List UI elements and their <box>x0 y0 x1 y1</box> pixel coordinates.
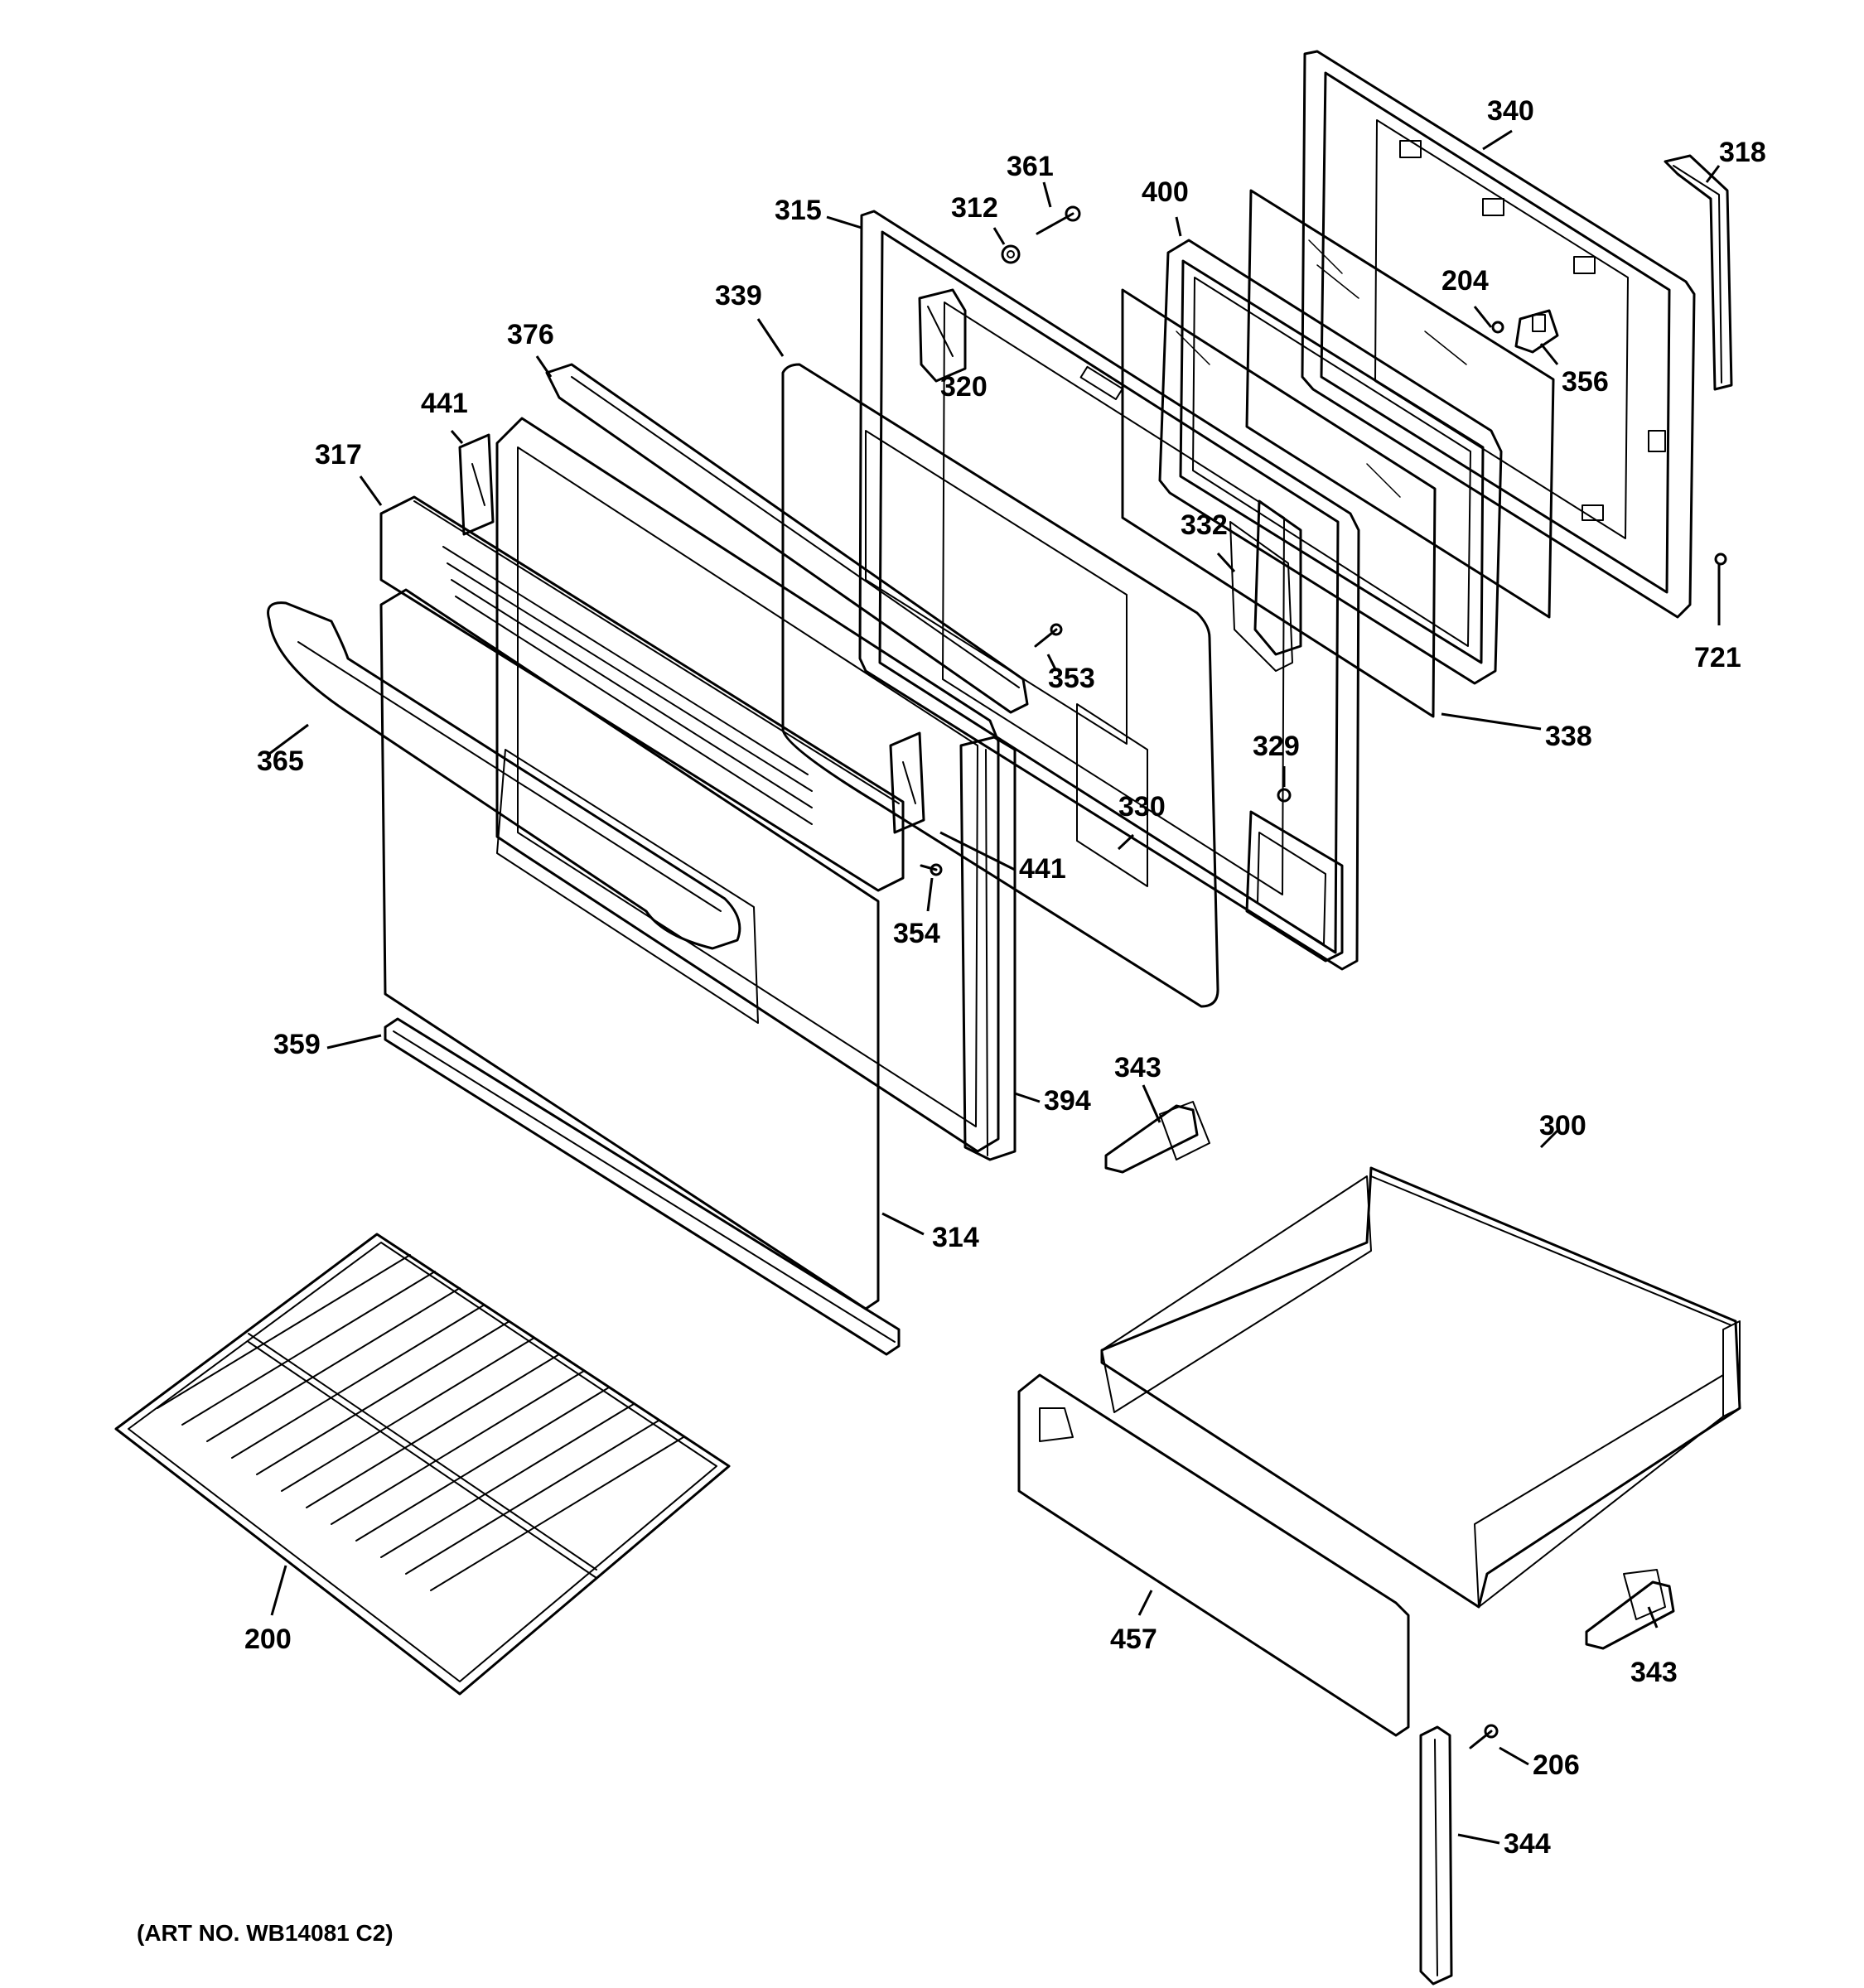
part-screw-721 <box>1714 552 1727 566</box>
part-vent-duct-376 <box>545 363 1029 714</box>
part-storage-drawer-body <box>1100 1166 1741 1609</box>
part-door-insulation-panel <box>781 363 1219 1008</box>
part-door-glass <box>1245 189 1555 619</box>
part-hinge-441-left <box>458 433 495 536</box>
art-number-caption: (ART NO. WB14081 C2) <box>137 1920 394 1946</box>
part-drawer-slide-343-left <box>1104 1101 1210 1174</box>
callout-394: 394 <box>1044 1085 1091 1117</box>
callout-320: 320 <box>940 371 988 403</box>
callout-343-lower: 343 <box>1630 1657 1678 1688</box>
callout-329: 329 <box>1253 731 1300 762</box>
callout-721: 721 <box>1694 642 1741 673</box>
part-hinge-bracket-356 <box>1514 309 1559 354</box>
part-vent-trim-317 <box>379 495 905 892</box>
callout-314: 314 <box>932 1222 979 1253</box>
callout-300: 300 <box>1539 1110 1586 1141</box>
callout-200: 200 <box>244 1624 292 1655</box>
callout-457: 457 <box>1110 1624 1157 1655</box>
part-bolt-361 <box>1036 205 1081 235</box>
part-screw-204 <box>1491 321 1504 334</box>
part-hinge-441-right <box>889 731 925 834</box>
part-door-frame-assembly <box>495 417 1000 1153</box>
callout-365: 365 <box>257 746 304 777</box>
callout-376: 376 <box>507 319 554 350</box>
callout-312: 312 <box>951 192 998 224</box>
part-door-bottom-trim <box>384 1017 901 1356</box>
callout-206: 206 <box>1533 1749 1580 1781</box>
callout-343-upper: 343 <box>1114 1052 1161 1083</box>
callout-400: 400 <box>1142 176 1189 208</box>
part-screw-329 <box>1277 788 1292 803</box>
callout-317: 317 <box>315 439 362 470</box>
part-hinge-receptacle-320 <box>918 288 967 383</box>
part-inner-door-liner <box>858 210 1360 971</box>
part-screw-206 <box>1469 1724 1499 1749</box>
callout-330: 330 <box>1118 791 1166 823</box>
callout-339: 339 <box>715 280 762 311</box>
callout-441-lower: 441 <box>1019 853 1066 885</box>
part-drawer-slide-343-right <box>1585 1569 1675 1650</box>
callout-332: 332 <box>1181 509 1228 541</box>
part-drawer-bracket-344 <box>1419 1725 1453 1986</box>
callout-344: 344 <box>1504 1828 1551 1860</box>
part-window-pack-frame <box>1158 239 1503 685</box>
callout-359: 359 <box>273 1029 321 1060</box>
leader-lines <box>268 129 1721 1845</box>
part-drawer-front-457 <box>1017 1373 1410 1737</box>
callout-354: 354 <box>893 918 940 949</box>
callout-361: 361 <box>1007 151 1054 182</box>
callout-353: 353 <box>1048 663 1095 694</box>
callout-315: 315 <box>775 195 822 226</box>
callout-labels: 340 318 361 312 315 400 339 204 376 320 … <box>244 95 1766 1860</box>
part-outer-door-314 <box>379 588 880 1310</box>
part-door-side-trim <box>959 736 1017 1161</box>
part-oven-rack <box>114 1233 731 1696</box>
part-outer-door-panel <box>1301 50 1696 619</box>
part-screw-354 <box>920 863 943 876</box>
part-door-handle-365 <box>267 601 741 950</box>
part-screw-353 <box>1034 623 1063 648</box>
callout-340: 340 <box>1487 95 1534 127</box>
callout-338: 338 <box>1545 721 1592 752</box>
callout-204: 204 <box>1441 265 1489 297</box>
callout-441-upper: 441 <box>421 388 468 419</box>
callout-318: 318 <box>1719 137 1766 168</box>
part-inner-glass <box>1121 288 1437 718</box>
part-door-gasket <box>1664 154 1733 391</box>
callout-356: 356 <box>1562 366 1609 398</box>
part-washer-312 <box>1001 244 1021 264</box>
